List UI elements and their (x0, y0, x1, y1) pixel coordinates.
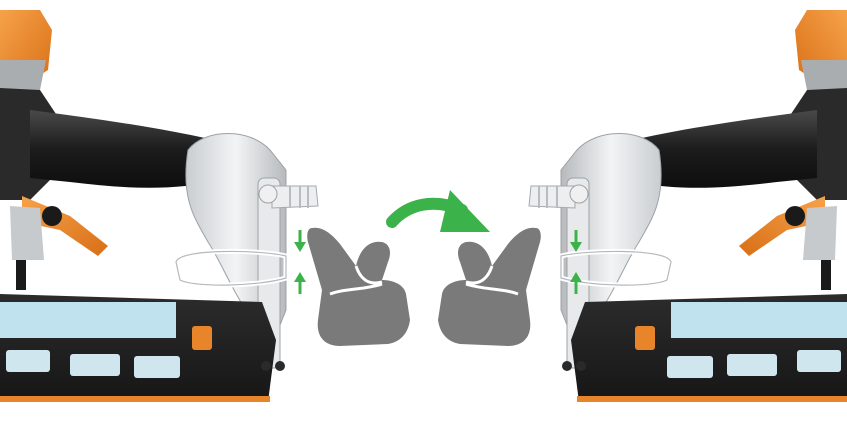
left-hand-icon (307, 228, 410, 346)
left-adjust-arrows-icon (294, 230, 306, 294)
curved-arrow-icon (392, 190, 490, 232)
right-hand-icon (438, 228, 541, 346)
right-nail-gun-icon (529, 10, 847, 402)
left-nail-gun-icon (0, 10, 318, 402)
